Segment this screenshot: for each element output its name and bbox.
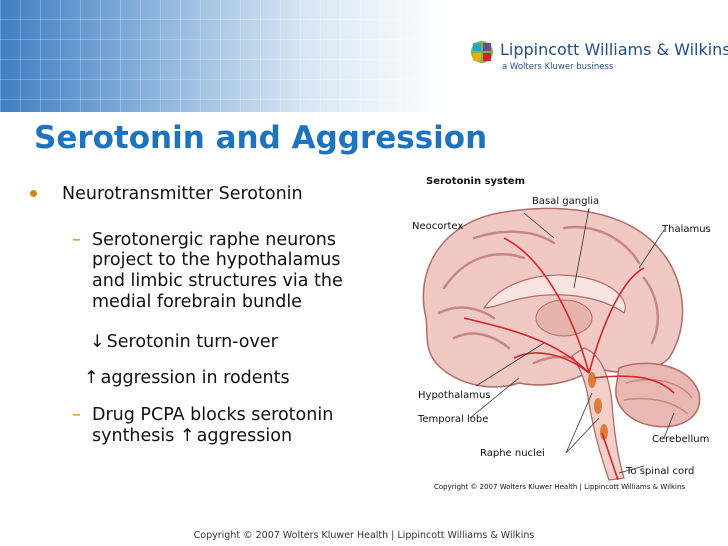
- label-cerebellum: Cerebellum: [652, 434, 710, 445]
- header-band: [0, 0, 728, 112]
- label-hypothalamus: Hypothalamus: [418, 390, 491, 401]
- sub-item-line-1: Serotonergic raphe neurons: [92, 230, 336, 250]
- brain-illustration: [422, 207, 701, 481]
- page-title: Serotonin and Aggression: [34, 120, 488, 156]
- label-thalamus: Thalamus: [662, 224, 711, 235]
- figure-copyright: Copyright © 2007 Wolters Kluwer Health |…: [434, 483, 686, 491]
- logo-mark-icon: [471, 41, 493, 63]
- sub-item-line-3: and limbic structures via the: [92, 271, 343, 291]
- sub-item-line-2: project to the hypothalamus: [92, 250, 341, 270]
- dash-marker: –: [72, 230, 81, 250]
- dash-marker: –: [72, 405, 81, 425]
- up-arrow-icon: ↑: [84, 368, 99, 388]
- label-basal-ganglia: Basal ganglia: [532, 196, 600, 207]
- bullet-marker: [30, 190, 37, 197]
- turnover-text: Serotonin turn-over: [106, 332, 278, 352]
- aggression-line: ↑aggression in rodents: [84, 368, 290, 389]
- synthesis-text: synthesis: [92, 426, 175, 446]
- bullet-neurotransmitter: Neurotransmitter Serotonin: [62, 184, 303, 204]
- aggression-tail-text: aggression: [196, 426, 293, 446]
- serotonin-system-figure: Serotonin system Basal ganglia Neocortex…: [404, 168, 722, 491]
- label-neocortex: Neocortex: [412, 221, 464, 232]
- sub-item-line-4: medial forebrain bundle: [92, 292, 302, 312]
- label-to-spinal-cord: To spinal cord: [626, 466, 695, 477]
- turnover-line: ↓Serotonin turn-over: [90, 332, 278, 353]
- footer-copyright: Copyright © 2007 Wolters Kluwer Health |…: [193, 530, 535, 541]
- publisher-logo: Lippincott Williams & Wilkins a Wolters …: [470, 38, 728, 78]
- label-temporal-lobe: Temporal lobe: [418, 414, 489, 425]
- sub-item-2-line-1: Drug PCPA blocks serotonin: [92, 405, 334, 425]
- brand-name: Lippincott Williams & Wilkins: [500, 40, 728, 59]
- down-arrow-icon: ↓: [90, 332, 105, 352]
- brand-tagline: a Wolters Kluwer business: [502, 62, 614, 72]
- aggression-text: aggression in rodents: [100, 368, 290, 388]
- up-arrow-icon: ↑: [179, 426, 195, 446]
- figure-title: Serotonin system: [426, 176, 525, 187]
- bullet-list: Neurotransmitter Serotonin – Serotonergi…: [30, 184, 343, 447]
- label-raphe-nuclei: Raphe nuclei: [480, 448, 545, 459]
- sub-item-2-line-2: synthesis ↑aggression: [92, 426, 292, 447]
